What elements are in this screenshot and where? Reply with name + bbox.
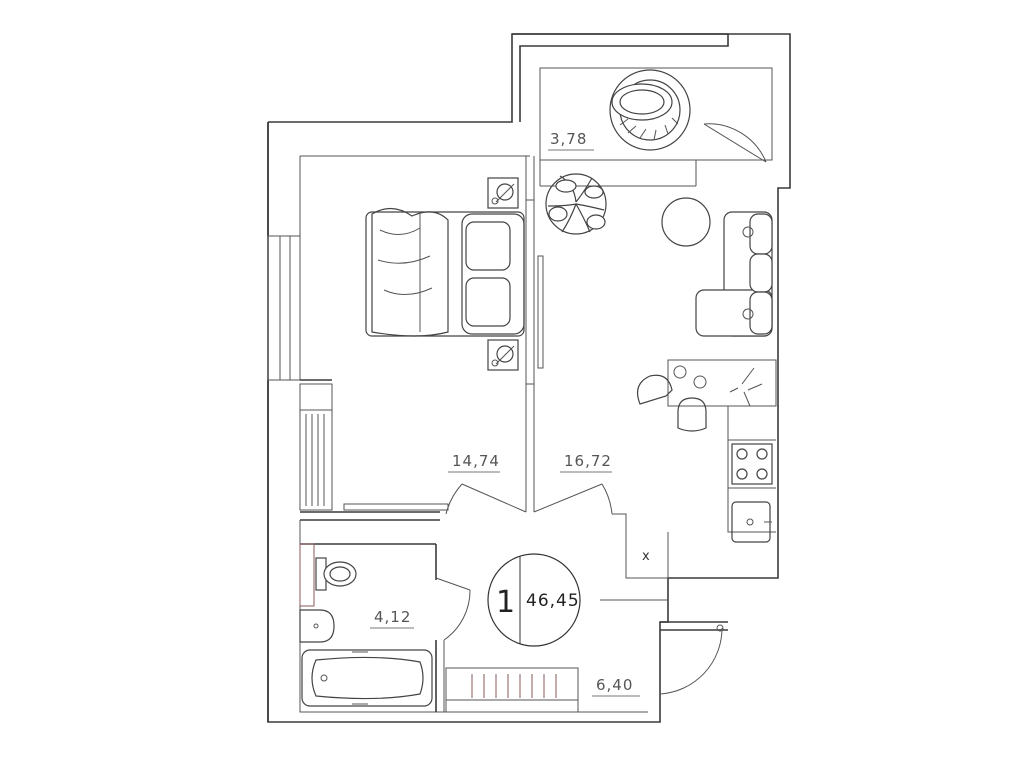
area-label-bathroom: 4,12 — [370, 608, 414, 629]
basin-icon — [299, 609, 335, 643]
tv-icon — [537, 255, 544, 369]
area-label-hallway: 6,40 — [592, 676, 640, 697]
bedroom — [299, 177, 544, 521]
utility-mark: x — [642, 549, 650, 564]
installation-box — [299, 543, 315, 607]
area-label-bedroom: 14,74 — [448, 452, 500, 473]
round-chair-icon — [609, 69, 691, 151]
bathroom — [299, 543, 471, 712]
living-kitchen: x — [533, 173, 777, 579]
svg-text:14,74: 14,74 — [452, 452, 500, 470]
toilet-icon — [315, 557, 357, 591]
stove-icon — [731, 443, 773, 485]
kitchen-counter — [667, 359, 777, 533]
nightstand-bottom-icon — [487, 339, 519, 371]
nightstand-top-icon — [487, 177, 519, 209]
bedroom-living-partition — [525, 156, 535, 512]
room-count: 1 — [496, 585, 515, 620]
balcony — [512, 33, 773, 187]
chair-icon — [637, 374, 707, 432]
wardrobe-icon — [299, 383, 333, 511]
plate-icon — [673, 365, 763, 407]
svg-text:3,78: 3,78 — [550, 130, 587, 148]
total-area: 46,45 — [526, 591, 580, 611]
area-label-balcony: 3,78 — [548, 130, 594, 151]
area-label-living-kitchen: 16,72 — [560, 452, 612, 473]
summary-badge: 1 46,45 — [487, 553, 581, 647]
utility-box: x — [625, 532, 669, 579]
hallway — [445, 599, 728, 713]
svg-text:16,72: 16,72 — [564, 452, 612, 470]
hallway-wardrobe-icon — [445, 667, 579, 713]
bedroom-window — [267, 235, 301, 381]
round-table-icon — [661, 197, 711, 247]
kitchen-sink-icon — [731, 501, 772, 543]
plant-icon — [545, 173, 607, 235]
svg-text:4,12: 4,12 — [374, 608, 411, 626]
bed-icon — [365, 207, 525, 337]
sofa-icon — [695, 211, 773, 337]
svg-text:6,40: 6,40 — [596, 676, 633, 694]
bathtub-icon — [301, 649, 433, 707]
